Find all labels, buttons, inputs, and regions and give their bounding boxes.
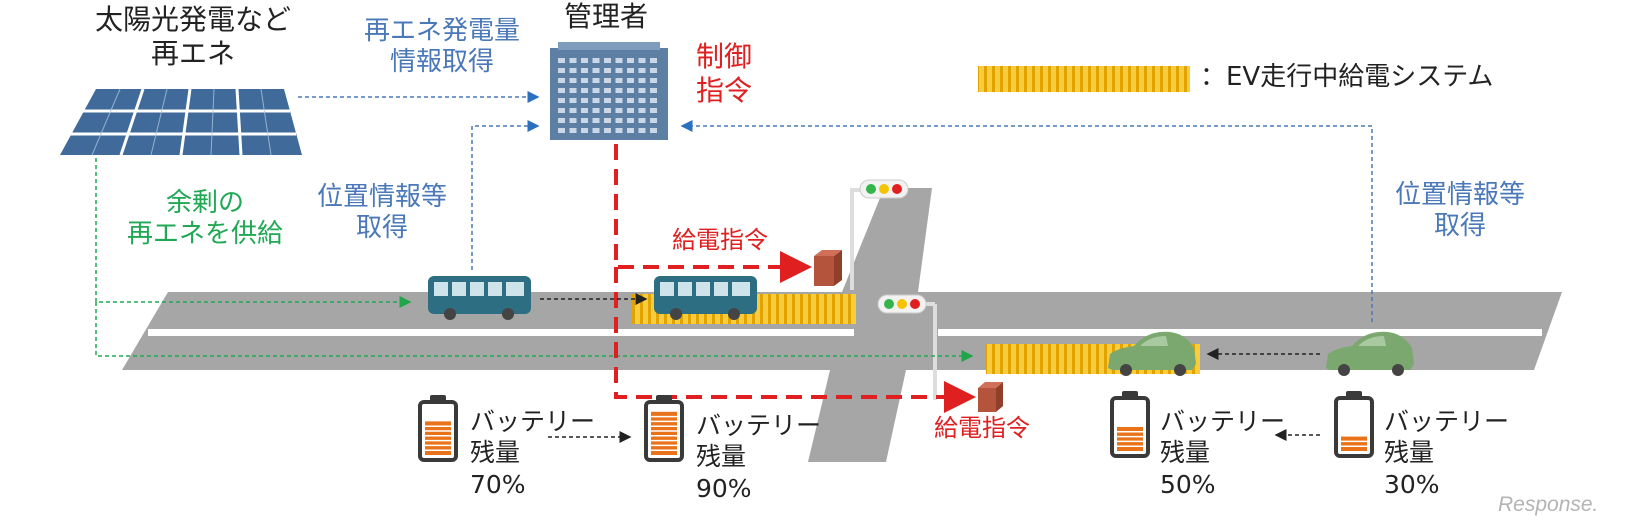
car-icon-approaching bbox=[1326, 331, 1414, 376]
legend-label: ：EV走行中給電システム bbox=[1200, 62, 1494, 92]
re-info-label: 再エネ発電量 情報取得 bbox=[352, 16, 532, 78]
control-line-lower bbox=[614, 267, 976, 413]
renewables-line1: 太陽光発電など bbox=[94, 3, 291, 36]
bus-position-line bbox=[471, 120, 540, 270]
control-line2: 指令 bbox=[696, 73, 753, 107]
battery-icon-1 bbox=[418, 395, 458, 462]
position-left-line1: 位置情報等 bbox=[316, 182, 447, 212]
feed-controller-upper bbox=[814, 250, 842, 286]
battery-1-line2: 残量 bbox=[470, 438, 521, 468]
lane-divider-right bbox=[938, 329, 1542, 336]
re-info-line1: 再エネ発電量 bbox=[363, 16, 520, 46]
surplus-line1: 余剰の bbox=[165, 188, 244, 218]
battery-fill-4 bbox=[1341, 436, 1367, 451]
movement-arrows bbox=[540, 293, 1320, 443]
control-label: 制御 指令 bbox=[696, 40, 752, 107]
feed-command-bottom: 給電指令 bbox=[934, 414, 1030, 442]
info-lines bbox=[298, 91, 1373, 322]
re-info-line2: 情報取得 bbox=[389, 47, 494, 78]
renewables-label: 太陽光発電など 再エネ bbox=[80, 3, 306, 70]
battery-2-percent: 90% bbox=[696, 473, 752, 503]
control-line-upper bbox=[614, 144, 812, 283]
legend-ev-strip bbox=[978, 66, 1190, 92]
battery-icon-4 bbox=[1334, 391, 1374, 458]
renewables-line2: 再エネ bbox=[150, 36, 235, 70]
solar-panel-icon bbox=[60, 88, 302, 156]
battery-fill-1 bbox=[425, 421, 451, 455]
bus-icon-left bbox=[428, 276, 531, 320]
position-left-line2: 取得 bbox=[355, 213, 408, 244]
battery-label-3: バッテリー 残量 50% bbox=[1160, 406, 1285, 500]
battery-4-percent: 30% bbox=[1384, 469, 1440, 499]
bus-icon-right bbox=[654, 276, 757, 320]
battery-2-line2: 残量 bbox=[696, 442, 747, 472]
battery-3-line2: 残量 bbox=[1160, 438, 1211, 468]
battery-group bbox=[418, 391, 1374, 462]
building-icon bbox=[550, 42, 668, 140]
battery-2-line1: バッテリー bbox=[696, 411, 822, 440]
position-label-right: 位置情報等 取得 bbox=[1380, 180, 1540, 242]
feed-command-top: 給電指令 bbox=[672, 226, 768, 254]
surplus-label: 余剰の 再エネを供給 bbox=[110, 188, 300, 250]
traffic-light-lower bbox=[877, 294, 937, 400]
battery-3-line1: バッテリー bbox=[1160, 407, 1286, 436]
traffic-light-upper bbox=[850, 179, 909, 290]
battery-fill-3 bbox=[1117, 427, 1143, 451]
watermark: Response. bbox=[1498, 493, 1599, 516]
supply-lines bbox=[95, 158, 974, 362]
position-right-line1: 位置情報等 bbox=[1394, 180, 1525, 210]
lane-divider-left bbox=[148, 329, 854, 336]
battery-label-1: バッテリー 残量 70% bbox=[470, 406, 595, 500]
battery-4-line1: バッテリー bbox=[1384, 407, 1510, 436]
control-lines bbox=[614, 144, 976, 413]
car-position-line bbox=[680, 120, 1373, 322]
battery-icon-2 bbox=[644, 395, 684, 462]
surplus-line2: 再エネを供給 bbox=[126, 219, 283, 250]
battery-1-percent: 70% bbox=[470, 469, 526, 499]
battery-1-line1: バッテリー bbox=[470, 407, 596, 436]
supply-to-car-line bbox=[95, 302, 974, 362]
control-line1: 制御 bbox=[696, 40, 753, 73]
manager-label: 管理者 bbox=[564, 0, 649, 33]
position-right-line2: 取得 bbox=[1433, 211, 1486, 242]
battery-icon-3 bbox=[1110, 391, 1150, 458]
car-icon-charging bbox=[1108, 331, 1196, 376]
position-label-left: 位置情報等 取得 bbox=[302, 182, 462, 244]
battery-label-4: バッテリー 残量 30% bbox=[1384, 406, 1509, 500]
feed-controller-lower bbox=[978, 382, 1003, 412]
battery-4-line2: 残量 bbox=[1384, 438, 1435, 468]
cross-road bbox=[808, 188, 932, 462]
battery-label-2: バッテリー 残量 90% bbox=[696, 410, 821, 504]
battery-3-percent: 50% bbox=[1160, 469, 1216, 499]
battery-fill-2 bbox=[651, 411, 677, 455]
